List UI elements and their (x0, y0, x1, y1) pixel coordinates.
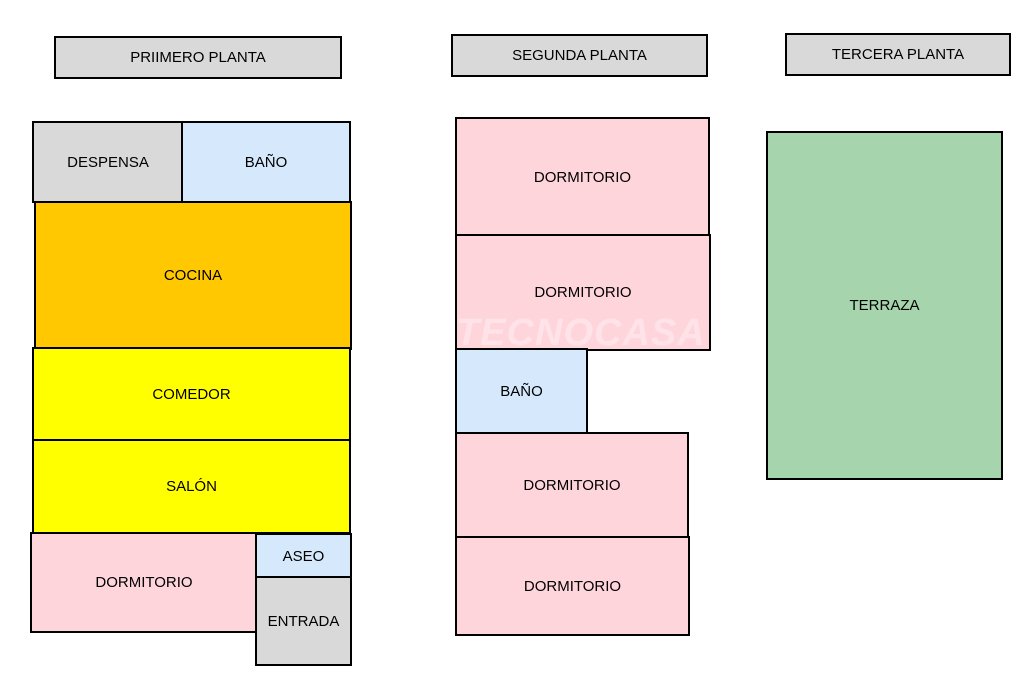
room-comedor: COMEDOR (32, 347, 351, 442)
room-despensa: DESPENSA (32, 121, 184, 203)
room-dormitorio-second-3: DORMITORIO (455, 432, 689, 539)
third-floor-title: TERCERA PLANTA (785, 33, 1011, 76)
room-entrada: ENTRADA (255, 576, 352, 666)
first-floor-title: PRIIMERO PLANTA (54, 36, 342, 79)
second-floor-title: SEGUNDA PLANTA (451, 34, 708, 77)
watermark-logo: TECNOCASA (456, 312, 706, 354)
room-terraza: TERRAZA (766, 131, 1003, 480)
room-bano-first: BAÑO (181, 121, 351, 203)
room-dormitorio-second-1: DORMITORIO (455, 117, 710, 237)
room-salon: SALÓN (32, 439, 351, 534)
room-dormitorio-second-4: DORMITORIO (455, 536, 690, 636)
room-bano-second: BAÑO (455, 348, 588, 435)
room-cocina: COCINA (34, 201, 352, 350)
room-dormitorio-second-2: DORMITORIO (455, 234, 711, 351)
room-aseo: ASEO (255, 533, 352, 579)
room-dormitorio-first: DORMITORIO (30, 532, 258, 633)
